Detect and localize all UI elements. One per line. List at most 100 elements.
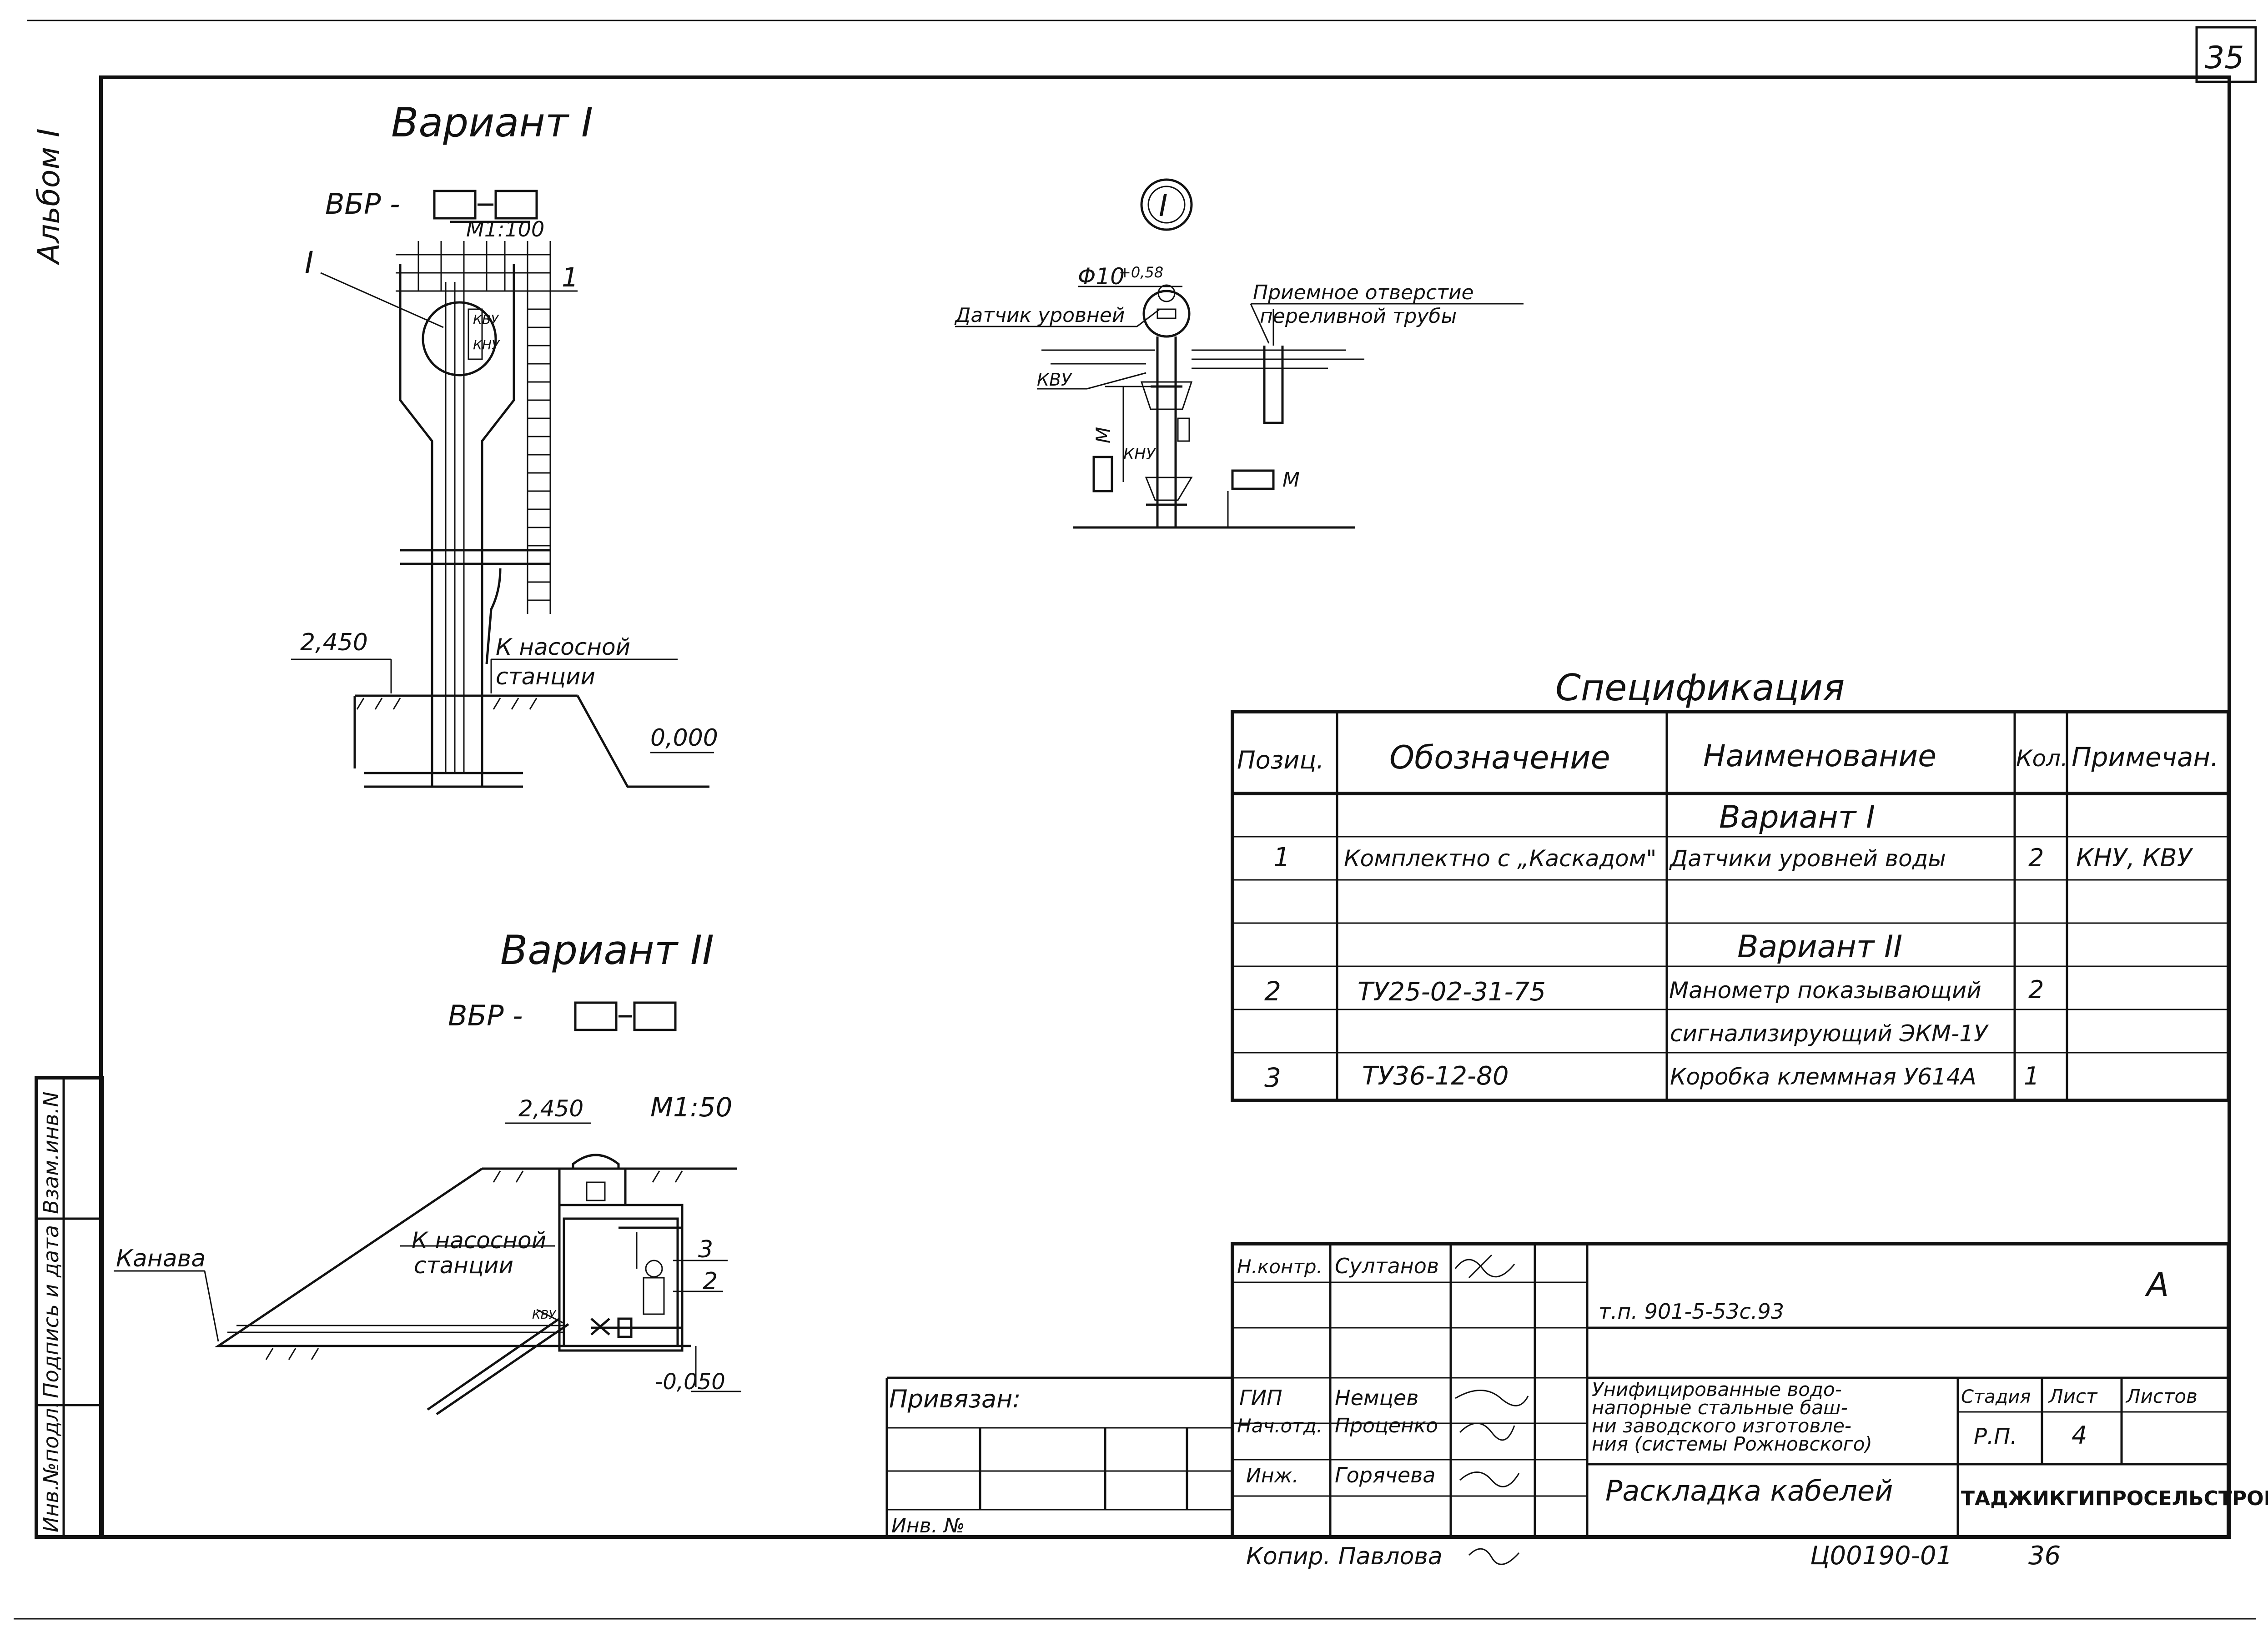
variant1-scale: М1:100 [466, 217, 544, 241]
variant1-knu: КНУ [473, 337, 500, 352]
detail-I-inlet-2: переливной трубы [1260, 305, 1457, 328]
embankment-section [114, 1154, 741, 1416]
spec-row1-designation: Комплектно с „Каскадом" [1344, 845, 1656, 872]
title-archive-num: 36 [2028, 1541, 2061, 1571]
variant2-to-pump-1: К насосной [412, 1227, 546, 1254]
variant2-ditch: Канава [116, 1245, 206, 1272]
variant1-callout-I: I [305, 245, 313, 280]
spec-header-name: Наименование [1703, 738, 1936, 773]
title-sheet-label: Лист [2048, 1385, 2098, 1407]
variant2-callout-3: 3 [698, 1236, 713, 1263]
spec-row1-qty: 2 [2028, 844, 2044, 872]
signature-nemtsev-icon [1455, 1390, 1529, 1406]
spec-header-qty: Кол. [2016, 745, 2068, 772]
variant1-code: ВБР - [325, 187, 400, 221]
spec-section-2: Вариант II [1737, 929, 1902, 965]
title-project-3: ни заводского изготовле- [1592, 1415, 1851, 1437]
side-stamp [35, 1076, 104, 1539]
title-role-nkontr: Н.контр. [1237, 1255, 1323, 1278]
spec-row2-pos: 2 [1264, 976, 1281, 1007]
variant1-level-0000: 0,000 [650, 724, 718, 752]
title-archive: Ц00190-01 [1810, 1541, 1952, 1571]
title-role-gip: ГИП [1239, 1386, 1282, 1410]
spec-header-position: Позиц. [1237, 746, 1324, 774]
spec-title: Спецификация [1555, 667, 1845, 709]
signature-pavlova-icon [1468, 1548, 1520, 1565]
title-role-inzh: Инж. [1246, 1464, 1298, 1487]
spec-section-1: Вариант I [1719, 799, 1875, 835]
spec-row1-name: Датчики уровней воды [1669, 845, 1946, 872]
spec-header-designation: Обозначение [1389, 739, 1610, 776]
title-name-nkontr: Султанов [1335, 1254, 1439, 1278]
title-role-nachotd: Нач.отд. [1237, 1415, 1323, 1437]
variant1-code-box-2 [494, 190, 538, 220]
spec-row1-note: КНУ, КВУ [2076, 844, 2193, 872]
water-tower-elevation [291, 241, 714, 788]
variant2-code-box-1 [574, 1001, 618, 1031]
title-doc-code: т.п. 901-5-53с.93 [1599, 1299, 1784, 1324]
variant2-to-pump-2: станции [414, 1252, 513, 1279]
detail-I-inlet-1: Приемное отверстие [1253, 281, 1474, 304]
variant2-callout-2: 2 [703, 1268, 718, 1295]
signature-sultanov-icon [1454, 1254, 1515, 1279]
title-inv-no: Инв. № [891, 1514, 965, 1537]
variant1-callout-1: 1 [562, 262, 578, 293]
variant1-level-2450: 2,450 [300, 629, 368, 656]
spec-row1-pos: 1 [1273, 842, 1290, 873]
spec-row2-qty: 2 [2028, 975, 2044, 1004]
title-name-inzh: Горячева [1335, 1463, 1435, 1487]
title-sheet: 4 [2072, 1421, 2087, 1450]
spec-row3-name: сигнализирующий ЭКМ-1У [1670, 1020, 1989, 1047]
title-name-gip: Немцев [1335, 1386, 1418, 1410]
detail-I-pipe-sup: +0,58 [1119, 264, 1163, 281]
detail-I-m-vertical: М [1092, 427, 1114, 443]
callout-circle-I [422, 301, 497, 377]
variant1-title: Вариант I [391, 99, 593, 146]
title-name-nachotd: Проценко [1335, 1414, 1438, 1437]
detail-I-badge: I [1159, 188, 1167, 223]
spec-row4-pos: 3 [1264, 1062, 1281, 1093]
title-stage-label: Стадия [1961, 1386, 2031, 1407]
side-stamp-label-inventory: Инв.№подл. [39, 1401, 63, 1532]
title-privyazan: Привязан: [889, 1385, 1021, 1413]
title-stage: Р.П. [1974, 1424, 2017, 1449]
page-number-box [2195, 26, 2257, 83]
variant2-title: Вариант II [500, 927, 714, 974]
page-number: 35 [2205, 40, 2244, 76]
detail-I-knu: КНУ [1123, 445, 1157, 463]
variant2-slope: КВУ [532, 1308, 557, 1322]
variant2-code-box-2 [633, 1001, 677, 1031]
spec-header-note: Примечан. [2072, 742, 2219, 773]
variant2-level-2450: 2,450 [518, 1095, 583, 1122]
side-stamp-label-replace: Взам.инв.N [39, 1091, 63, 1214]
variant1-code-box-1 [433, 190, 477, 220]
detail-I-drawing [955, 178, 1524, 529]
detail-I-sensor-label: Датчик уровней [954, 304, 1125, 327]
title-project-4: ния (системы Рожновского) [1592, 1433, 1872, 1455]
variant2-level-m0050: -0,050 [655, 1369, 725, 1395]
detail-I-badge-circle [1140, 178, 1193, 231]
side-stamp-label-signature: Подпись и дата [39, 1225, 63, 1398]
variant1-to-pump-1: К насосной [496, 634, 630, 660]
title-sheets-label: Листов [2125, 1385, 2198, 1407]
spec-row4-qty: 1 [2024, 1062, 2039, 1090]
detail-I-kvu: КВУ [1037, 370, 1073, 390]
detail-I-m-right: М [1282, 468, 1300, 492]
title-org: ТАДЖИКГИПРОСЕЛЬСТРОЙ [1961, 1486, 2268, 1510]
spec-table [1231, 710, 2230, 1102]
variant1-to-pump-2: станции [496, 663, 595, 690]
signature-goryacheva-icon [1459, 1471, 1520, 1487]
variant1-kvu: КВУ [473, 312, 499, 327]
title-format-letter: А [2145, 1265, 2169, 1304]
album-label: Альбом I [31, 128, 66, 266]
title-project-1: Унифицированные водо- [1592, 1378, 1842, 1401]
variant2-code: ВБР - [448, 999, 523, 1032]
spec-row2-name: Манометр показывающий [1669, 977, 1981, 1004]
variant2-scale: М1:50 [650, 1092, 732, 1123]
title-copied: Копир. Павлова [1246, 1543, 1443, 1570]
spec-row4-name: Коробка клеммная У614А [1670, 1064, 1976, 1090]
signature-protsenko-icon [1459, 1422, 1515, 1441]
title-project-2: напорные стальные баш- [1592, 1396, 1848, 1419]
spec-row2-designation: ТУ25-02-31-75 [1358, 977, 1546, 1007]
